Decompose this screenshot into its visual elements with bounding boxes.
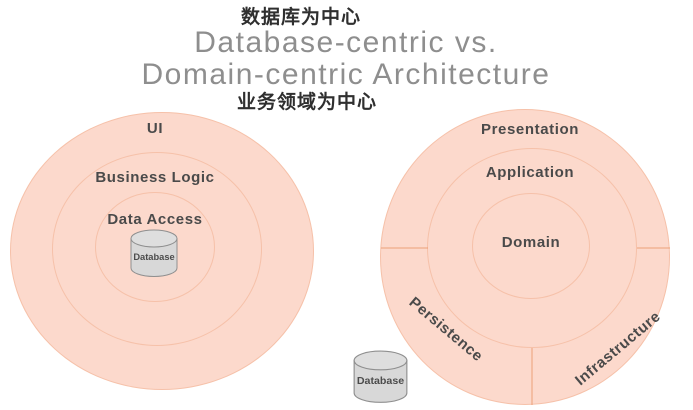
- presentation-label: Presentation: [480, 121, 580, 138]
- database-cylinder-icon: Database: [353, 350, 408, 403]
- ui-label: UI: [146, 120, 164, 137]
- inner-circle-domain: [472, 193, 590, 299]
- database-cylinder-icon: Database: [130, 229, 178, 277]
- annotation-database-centric-zh: 数据库为中心: [240, 7, 361, 28]
- database-label: Database: [133, 252, 174, 262]
- business-logic-label: Business Logic: [95, 169, 215, 186]
- ring-divider-right: [637, 247, 670, 249]
- application-label: Application: [485, 164, 575, 181]
- data-access-label: Data Access: [107, 211, 203, 228]
- ring-divider-left: [381, 247, 428, 249]
- domain-label: Domain: [501, 234, 561, 251]
- database-label: Database: [357, 376, 405, 387]
- annotation-domain-centric-zh: 业务领域为中心: [236, 92, 377, 113]
- title-line-1: Database-centric vs.: [194, 26, 498, 59]
- title-line-2: Domain-centric Architecture: [141, 58, 551, 91]
- ring-divider-bottom: [531, 348, 533, 405]
